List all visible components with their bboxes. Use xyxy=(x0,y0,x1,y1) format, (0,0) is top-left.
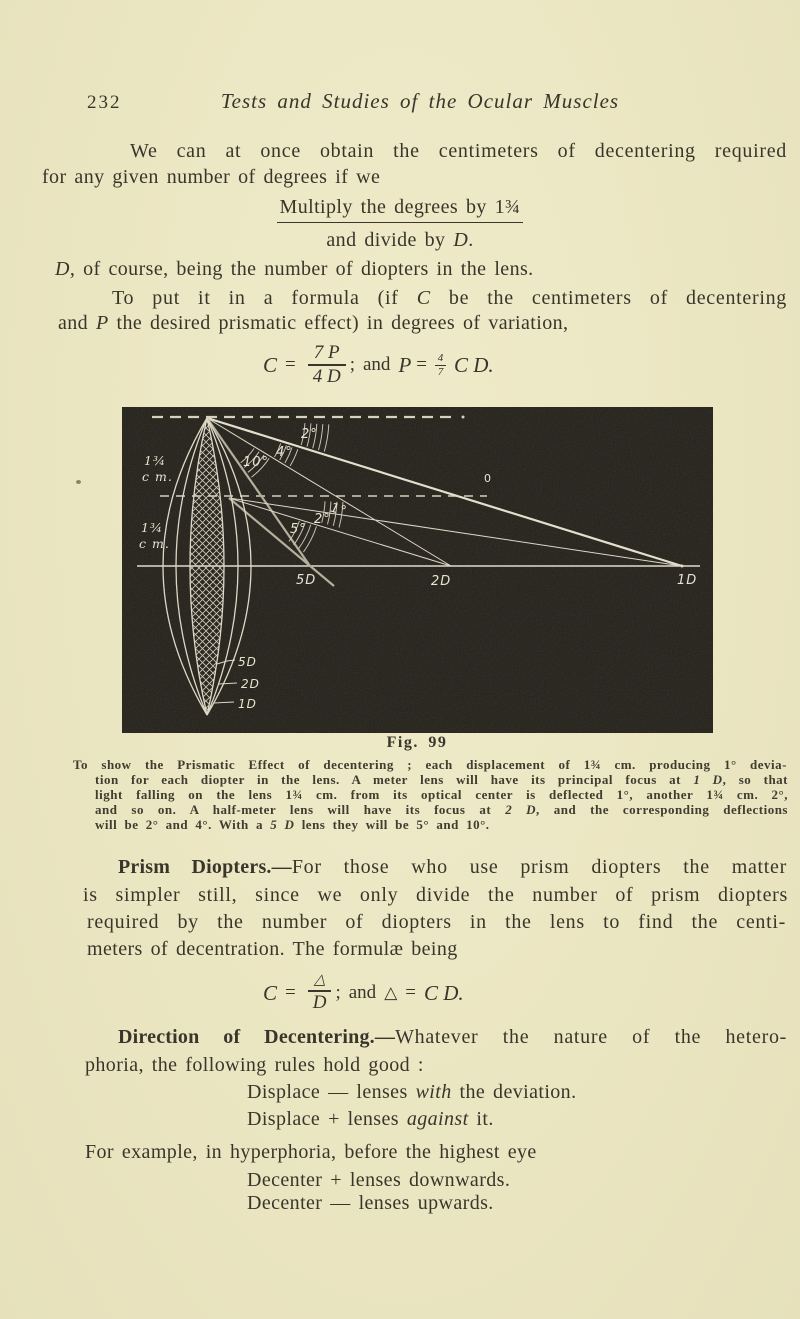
paragraph-line: is simpler still, since we only divide t… xyxy=(83,884,788,906)
paragraph-line: for any given number of degrees if we xyxy=(42,166,381,188)
ray-lines xyxy=(206,416,684,587)
angle-arc-shading xyxy=(240,423,344,553)
paragraph-line: For example, in hyperphoria, before the … xyxy=(85,1141,537,1163)
angle-label-5deg: 5° xyxy=(290,522,307,537)
figure-caption-line: tion for each diopter in the lens. A met… xyxy=(95,772,789,787)
lens-label-1d: 1D xyxy=(238,697,257,711)
paragraph-line: We can at once obtain the centimeters of… xyxy=(130,140,787,162)
paragraph-line: phoria, the following rules hold good : xyxy=(85,1054,424,1076)
angle-label-10deg: 10° xyxy=(243,455,269,470)
rule-decenter-plus: Decenter + lenses downwards. xyxy=(247,1169,511,1191)
figure-caption-line: light falling on the lens 1¾ cm. from it… xyxy=(95,787,788,802)
lens-label-5d: 5D xyxy=(238,655,257,669)
axis-label-5d: 5D xyxy=(296,573,316,588)
paragraph-line: Direction of Decentering.—Whatever the n… xyxy=(118,1026,788,1048)
paper-speck xyxy=(76,480,81,484)
zero-mark: 0 xyxy=(484,472,492,485)
rule-denominator: and divide by D. xyxy=(326,229,474,251)
axis-label-2d: 2D xyxy=(431,574,451,589)
lens-label-2d: 2D xyxy=(241,677,260,691)
cm-label-lower-value: 1¾ xyxy=(141,520,163,535)
formula-prism-diopters: C = △D ; and △ = C D. xyxy=(263,972,464,1013)
angle-label-1deg: 1° xyxy=(329,501,349,520)
angle-label-2deg-mid: 2° xyxy=(314,512,331,527)
paragraph-line: D, of course, being the number of diopte… xyxy=(55,258,534,280)
cm-label-upper-unit: c m. xyxy=(142,469,173,484)
cm-label-upper-value: 1¾ xyxy=(144,453,166,468)
paragraph-line: To put it in a formula (if C be the cent… xyxy=(112,287,788,309)
fraction: △D xyxy=(307,973,332,1012)
angle-label-4deg: 4° xyxy=(276,445,293,460)
rule-numerator: Multiply the degrees by 1¾ xyxy=(0,196,800,223)
rule-decenter-minus: Decenter — lenses upwards. xyxy=(247,1192,494,1214)
lens-outlines xyxy=(162,417,252,716)
cm-label-lower-unit: c m. xyxy=(139,536,170,551)
figure-99-diagram: 1¾ c m. 1¾ c m. 2° 4° 10° 1° 2° 5° 5D 2D… xyxy=(122,407,713,733)
paragraph-line: and P the desired prismatic effect) in d… xyxy=(58,312,569,334)
rule-displace-plus: Displace + lenses against it. xyxy=(247,1108,494,1130)
running-title: Tests and Studies of the Ocular Muscles xyxy=(220,89,620,113)
figure-caption-line: and so on. A half-meter lens will have i… xyxy=(95,802,788,817)
figure-caption-line: will be 2° and 4°. With a 5 D lens they … xyxy=(95,817,490,832)
axis-label-1d: 1D xyxy=(677,573,697,588)
figure-caption-line: To show the Prismatic Effect of decenter… xyxy=(73,757,787,772)
figure-caption-label: Fig. 99 xyxy=(386,734,448,751)
paragraph-line: required by the number of diopters in th… xyxy=(87,911,786,933)
paragraph-line: Prism Diopters.—For those who use prism … xyxy=(118,856,787,878)
angle-label-2deg-top: 2° xyxy=(301,427,318,442)
lens-crosshatch xyxy=(189,417,225,716)
paragraph-line: meters of decentration. The formulæ bein… xyxy=(87,938,458,960)
page-number: 232 xyxy=(87,92,122,113)
rule-displace-minus: Displace — lenses with the deviation. xyxy=(247,1081,577,1103)
lens-label-leaders xyxy=(213,659,238,704)
